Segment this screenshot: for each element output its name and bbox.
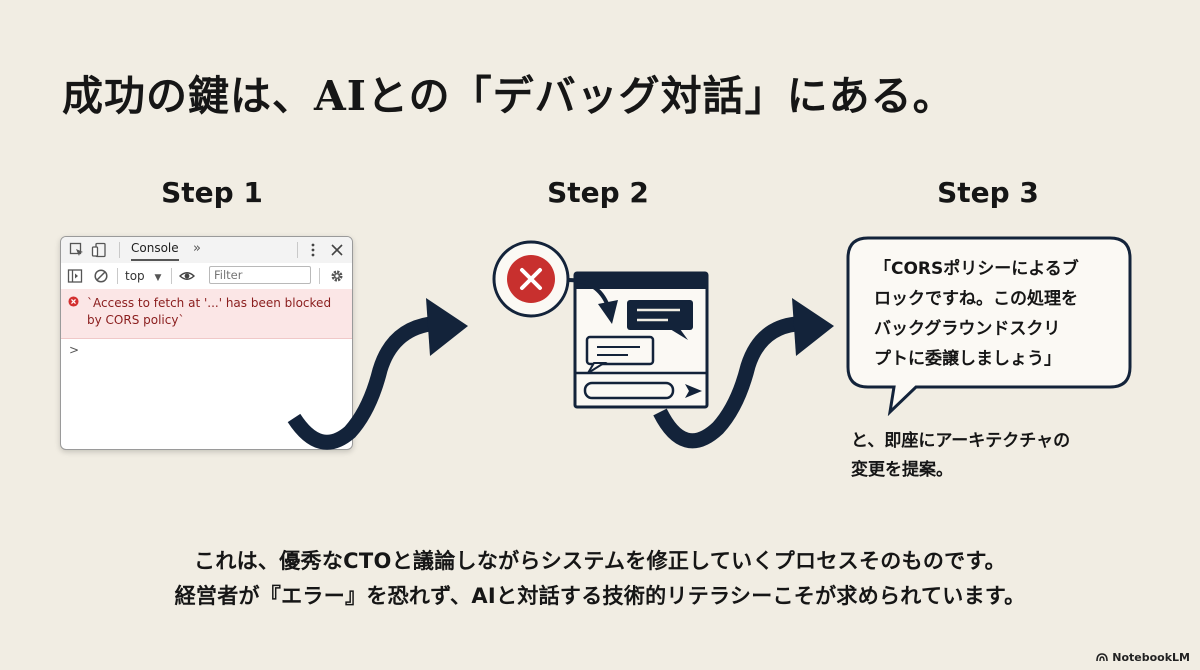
toolbar-divider (171, 268, 172, 284)
brand-label: NotebookLM (1112, 651, 1190, 664)
chevron-down-icon: ▼ (154, 273, 162, 283)
user-message-bubble (585, 335, 655, 374)
filter-input[interactable] (209, 266, 311, 284)
note-line: と、即座にアーキテクチャの (851, 431, 1071, 451)
step-1-label: Step 1 (161, 176, 263, 209)
chat-debug-illustration (492, 240, 709, 409)
curved-arrow-icon (287, 298, 468, 450)
error-icon (68, 296, 79, 307)
note-line: 変更を提案。 (851, 460, 953, 480)
device-icon[interactable] (91, 242, 107, 258)
notebooklm-brand: NotebookLM (1096, 651, 1190, 664)
bubble-line: 「CORSポリシーによるブ (874, 259, 1079, 279)
error-circle-icon (492, 240, 570, 318)
curved-arrow-icon (653, 298, 834, 449)
toolbar-divider (319, 268, 320, 284)
context-value: top (125, 269, 145, 283)
bubble-line: バックグラウンドスクリ (874, 319, 1061, 339)
notebooklm-logo-icon (1096, 653, 1109, 662)
gear-icon[interactable] (329, 268, 345, 284)
tab-console[interactable]: Console (131, 241, 179, 261)
devtools-tab-bar: Console » (61, 237, 352, 264)
close-icon[interactable] (329, 242, 345, 258)
console-error-row: `Access to fetch at '...' has been block… (61, 289, 352, 339)
console-prompt[interactable]: > (69, 343, 80, 357)
ai-message-bubble (627, 300, 693, 340)
speech-bubble (846, 236, 1132, 416)
step3-note: と、即座にアーキテクチャの 変更を提案。 (851, 427, 1131, 485)
bubble-line: プトに委譲しましょう」 (874, 349, 1061, 369)
kebab-icon[interactable] (305, 242, 321, 258)
step-3-label: Step 3 (937, 176, 1039, 209)
arrow-down-icon (598, 300, 618, 324)
summary-line-1: これは、優秀なCTOと議論しながらシステムを修正していくプロセスそのものです。 (194, 549, 1006, 573)
page-title: 成功の鍵は、AIとの「デバッグ対話」にある。 (62, 72, 955, 120)
devtools-console-window: Console » top ▼ (60, 236, 353, 450)
inspect-icon[interactable] (69, 242, 85, 258)
speech-bubble-text: 「CORSポリシーによるブ ロックですね。この処理を バックグラウンドスクリ プ… (874, 254, 1122, 374)
tab-divider (119, 242, 120, 258)
clear-icon[interactable] (93, 268, 109, 284)
tab-divider (297, 242, 298, 258)
step-2-label: Step 2 (547, 176, 649, 209)
devtools-toolbar: top ▼ (61, 263, 352, 290)
summary-line-2: 経営者が『エラー』を恐れず、AIと対話する技術的リテラシーこそが求められています… (174, 584, 1026, 608)
more-tabs-button[interactable]: » (193, 241, 201, 256)
console-error-message: `Access to fetch at '...' has been block… (87, 296, 332, 327)
sidebar-icon[interactable] (67, 268, 83, 284)
bubble-line: ロックですね。この処理を (874, 289, 1078, 309)
eye-icon[interactable] (179, 268, 195, 284)
context-select[interactable]: top ▼ (125, 268, 161, 286)
send-icon (685, 384, 702, 398)
toolbar-divider (117, 268, 118, 284)
